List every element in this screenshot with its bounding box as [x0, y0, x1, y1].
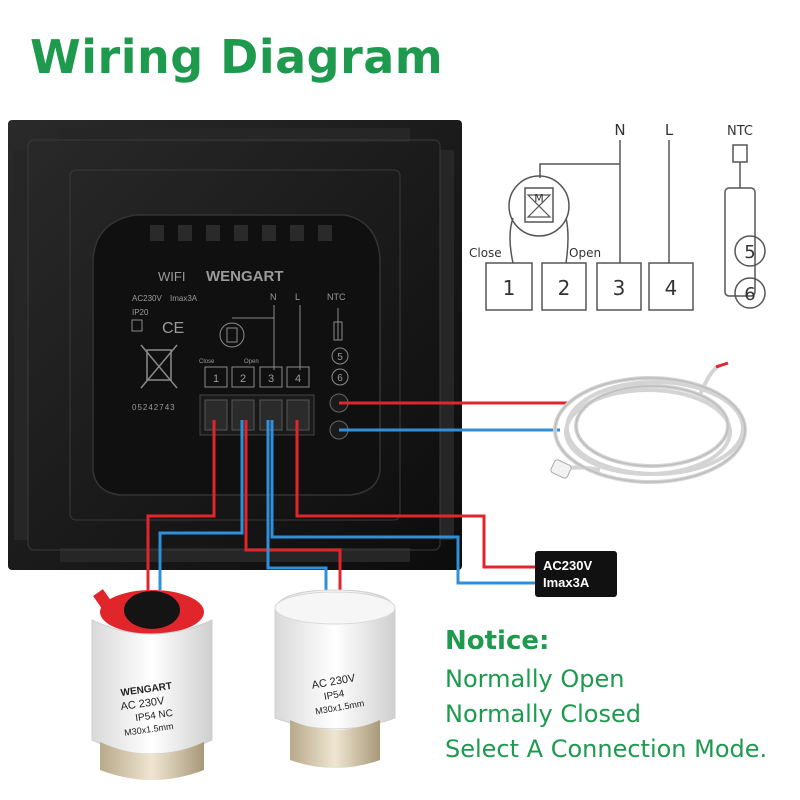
- device-terminal-box-3: [259, 366, 283, 388]
- device-ntc-terminal-5: 5: [337, 352, 343, 363]
- terminal-box-1: [485, 262, 533, 311]
- connection-schematic: N L NTC M Close Open 1 2 3 4 5 6: [469, 121, 766, 311]
- device-label-ntc: NTC: [327, 292, 346, 302]
- device-ntc-terminal-6: 6: [337, 373, 343, 384]
- ntc-terminal-6-label: 6: [744, 284, 755, 305]
- power-supply-box: AC230V Imax3A: [535, 551, 617, 597]
- thermostat-back-panel: WIFI WENGART AC230V Imax3A IP20 CE 05242…: [8, 120, 462, 570]
- actuator-no: AC 230V IP54 M30x1.5mm: [274, 589, 396, 768]
- device-wifi-label: WIFI: [158, 269, 185, 284]
- wire-t4-red: [295, 420, 535, 569]
- device-ntc-circle-6: [331, 368, 349, 386]
- device-label-close: Close: [199, 359, 215, 365]
- schematic-label-l: L: [665, 121, 674, 139]
- notice-block: Notice: Normally Open Normally Closed Se…: [445, 626, 767, 767]
- notice-line-1: Normally Open: [445, 665, 625, 693]
- ntc-sensor-probe: [550, 459, 572, 479]
- wire-t2-red: [244, 420, 342, 590]
- motor-glyph: M: [534, 192, 544, 205]
- schematic-label-open: Open: [569, 246, 601, 260]
- screw-terminal-block: [199, 393, 349, 440]
- actuator-nc: WENGART AC 230V IP54 NC M30x1.5mm: [91, 589, 213, 780]
- device-terminal-box-1: [204, 366, 228, 388]
- page-title: Wiring Diagram: [30, 30, 444, 84]
- ntc-sensor-cable: [553, 363, 747, 484]
- terminal-box-4: [648, 262, 694, 311]
- wiring-lines: [146, 401, 570, 590]
- terminal-box-3: [596, 262, 642, 311]
- device-current: Imax3A: [170, 294, 198, 303]
- actuator-black-cap: [124, 591, 180, 629]
- device-terminal-box-2: [231, 366, 255, 388]
- terminal-3-label: 3: [613, 276, 626, 300]
- device-ntc-circle-5: [331, 347, 349, 365]
- ntc-terminal-5-label: 5: [744, 242, 755, 263]
- terminal-1-label: 1: [503, 276, 516, 300]
- device-label-open: Open: [244, 359, 259, 365]
- ntc-circle-5: [734, 235, 766, 267]
- wire-t3-blue-power: [270, 420, 535, 585]
- notice-line-2: Normally Closed: [445, 700, 641, 728]
- actuator-no-ip: IP54: [323, 688, 346, 702]
- device-terminal-1: 1: [213, 373, 219, 385]
- schematic-label-n: N: [614, 121, 625, 139]
- device-serial: 05242743: [132, 403, 176, 412]
- device-ip-rating: IP20: [132, 308, 149, 317]
- device-rating: AC230V: [132, 294, 162, 303]
- ntc-circle-6: [734, 277, 766, 309]
- device-ce-mark: CE: [162, 320, 184, 337]
- terminal-box-2: [541, 262, 587, 311]
- actuator-nc-ip: IP54 NC: [135, 708, 174, 724]
- power-line1: AC230V: [543, 558, 593, 573]
- weee-bin-icon: [140, 344, 178, 389]
- schematic-label-close: Close: [469, 246, 502, 260]
- wire-t1-red: [146, 420, 216, 590]
- device-label-n: N: [270, 292, 277, 302]
- device-label-l: L: [295, 292, 300, 302]
- device-terminal-3: 3: [268, 373, 274, 385]
- wire-t2-blue: [158, 420, 244, 590]
- notice-heading: Notice:: [445, 626, 550, 656]
- device-terminal-box-4: [286, 366, 310, 388]
- wire-t3-blue: [266, 420, 328, 590]
- actuator-no-brass-base: [290, 720, 380, 768]
- device-brand: WENGART: [206, 268, 284, 285]
- actuator-nc-brass-base: [100, 742, 204, 780]
- schematic-label-ntc: NTC: [727, 124, 753, 139]
- device-terminal-2: 2: [240, 373, 246, 385]
- device-square-mark: [131, 319, 143, 332]
- device-mini-schematic: [219, 305, 343, 370]
- notice-line-3: Select A Connection Mode.: [445, 735, 768, 763]
- power-line2: Imax3A: [543, 575, 590, 590]
- terminal-2-label: 2: [558, 276, 571, 300]
- device-terminal-4: 4: [295, 373, 301, 385]
- terminal-4-label: 4: [665, 276, 678, 300]
